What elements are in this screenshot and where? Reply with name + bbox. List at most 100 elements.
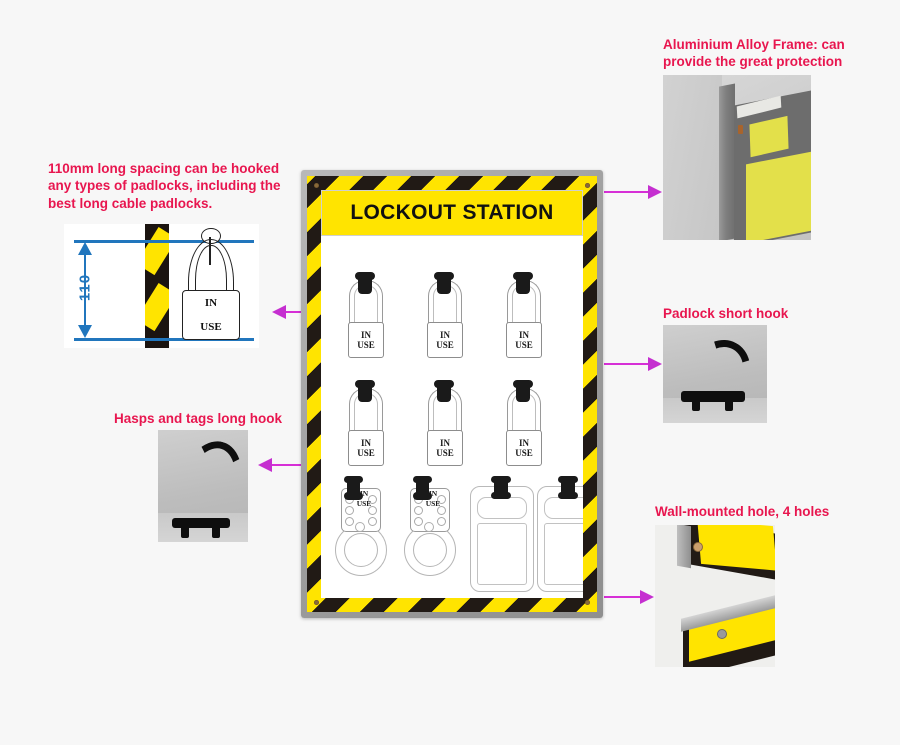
- arrow-to-frame-photo: [604, 185, 662, 199]
- arrow-head: [648, 357, 662, 371]
- padlock-hook: [513, 272, 533, 294]
- hasp-hole: [437, 506, 446, 515]
- hasp-use-label: USE: [425, 499, 441, 508]
- tag-holder-body: [470, 486, 534, 592]
- padlock-body: IN USE: [427, 430, 463, 466]
- hasp-hole: [345, 517, 354, 526]
- padlock-shackle-outer: [188, 238, 234, 308]
- arrow-to-long-hook-photo: [258, 458, 316, 472]
- hasp-hook: [413, 476, 432, 500]
- hasps-tags-long-hook-note: Hasps and tags long hook: [114, 411, 283, 426]
- padlock-use-label: USE: [436, 448, 454, 458]
- padlock-in-label: IN: [204, 297, 218, 310]
- hasp-use-label: USE: [356, 499, 372, 508]
- padlock-in-label: IN: [360, 329, 371, 340]
- hasp-in-label: IN: [428, 489, 438, 498]
- photo-mount-hole-lower: [717, 629, 727, 639]
- padlock-hook: [434, 272, 454, 294]
- tag-window-top: [477, 497, 527, 519]
- hasp-jaw-inner: [344, 533, 378, 567]
- dimension-line-bottom: [74, 338, 254, 341]
- padlock-use-label: USE: [357, 340, 375, 350]
- board-face: LOCKOUT STATION IN USE IN USE: [321, 190, 583, 598]
- hook-base: [172, 518, 230, 528]
- hasp-jaw-inner: [413, 533, 447, 567]
- spacing-note: 110mm long spacing can be hooked any typ…: [48, 161, 281, 211]
- hasp-hook: [344, 476, 363, 500]
- arrow-shaft: [269, 464, 316, 467]
- padlock-body: IN USE: [427, 322, 463, 358]
- wall-mounted-hole-photo: [655, 525, 775, 667]
- hasp-hole: [368, 495, 377, 504]
- photo-corner-upper-yellow: [697, 525, 775, 571]
- tag-window-top: [544, 497, 583, 519]
- board-title-bar: LOCKOUT STATION: [321, 190, 583, 236]
- hook-foot-right: [725, 401, 733, 411]
- padlock-short-hook-photo: [663, 325, 767, 423]
- wall-mounted-hole-note: Wall-mounted hole, 4 holes: [655, 504, 830, 519]
- padlock-hook: [434, 380, 454, 402]
- padlock-body: IN USE: [506, 322, 542, 358]
- dimension-hazard-column: [145, 224, 169, 348]
- page-title: LOCKOUT STATION: [350, 201, 554, 224]
- padlock-in-label: IN: [439, 329, 450, 340]
- padlock-use-label: USE: [515, 448, 533, 458]
- hasp-hole: [368, 506, 377, 515]
- hasp-hole: [414, 506, 423, 515]
- hasp-hole: [437, 517, 446, 526]
- dimension-arrow-up: [78, 242, 92, 255]
- arrow-shaft: [604, 363, 651, 366]
- arrow-shaft: [604, 596, 643, 599]
- hasps-tags-long-hook-photo: [158, 430, 248, 542]
- hasp-hole: [345, 506, 354, 515]
- padlock-short-hook-note: Padlock short hook: [663, 306, 789, 321]
- stripe-band: [145, 282, 169, 332]
- hasp-pivot-pin: [355, 522, 365, 532]
- photo-wall-bg: [663, 75, 723, 240]
- arrow-head: [648, 185, 662, 199]
- photo-yellow-patch-lower: [745, 151, 811, 240]
- arrow-head: [272, 305, 286, 319]
- hasp-hole: [368, 517, 377, 526]
- stripe-band: [145, 226, 169, 276]
- hook-base: [681, 391, 745, 402]
- padlock-use-label: USE: [436, 340, 454, 350]
- padlock-body: IN USE: [348, 322, 384, 358]
- dimension-diagram: 110 IN USE: [64, 224, 259, 348]
- padlock-hook: [513, 380, 533, 402]
- dimension-vertical-line: [84, 246, 87, 334]
- hasp-hole: [414, 517, 423, 526]
- photo-mount-hole-upper: [693, 542, 703, 552]
- padlock-shackle-inner: [195, 245, 227, 304]
- padlock-in-label: IN: [439, 437, 450, 448]
- dimension-value-label: 110: [76, 273, 94, 302]
- padlock-hook: [355, 380, 375, 402]
- lockout-station-board: LOCKOUT STATION IN USE IN USE: [301, 170, 603, 618]
- padlock-in-label: IN: [360, 437, 371, 448]
- arrow-head: [640, 590, 654, 604]
- arrow-head: [258, 458, 272, 472]
- rivet-top-left: [314, 183, 319, 188]
- aluminium-frame-note: Aluminium Alloy Frame: can provide the g…: [663, 37, 845, 70]
- hasp-pivot-pin: [424, 522, 434, 532]
- padlock-in-label: IN: [518, 437, 529, 448]
- dimension-arrow-down: [78, 325, 92, 338]
- padlock-use-label: USE: [515, 340, 533, 350]
- padlock-use-label: USE: [200, 320, 222, 333]
- tag-holder-body: [537, 486, 583, 592]
- cable-padlock-illustration: IN USE: [182, 227, 240, 340]
- arrow-shaft: [604, 191, 651, 194]
- tag-holder-hook: [558, 476, 578, 499]
- hook-foot-left: [181, 527, 189, 538]
- padlock-in-label: IN: [518, 329, 529, 340]
- padlock-body: IN USE: [182, 289, 240, 340]
- padlock-hook: [355, 272, 375, 294]
- tag-holder-hook: [491, 476, 511, 499]
- rivet-top-right: [585, 183, 590, 188]
- hook-foot-left: [692, 401, 700, 411]
- photo-screw: [737, 124, 743, 134]
- arrow-to-wall-mount-photo: [604, 590, 654, 604]
- tag-window-bottom: [544, 523, 583, 585]
- padlock-body: IN USE: [348, 430, 384, 466]
